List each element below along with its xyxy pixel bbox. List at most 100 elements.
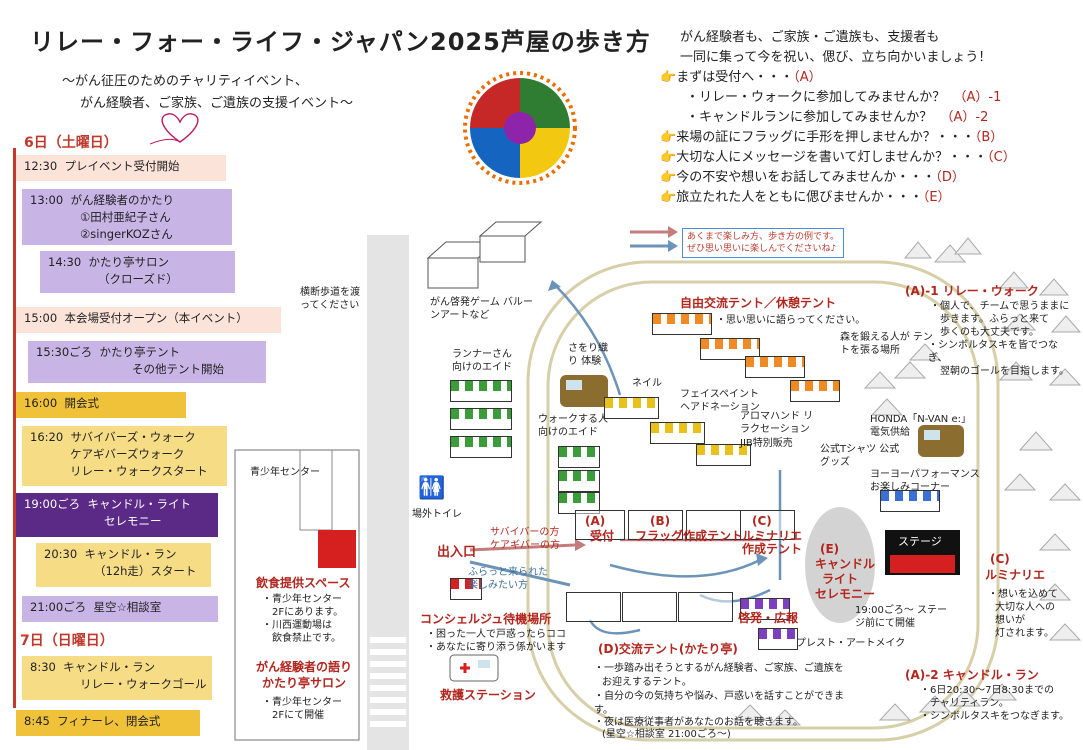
tent-12: [790, 380, 840, 402]
message-c: 👉大切な人にメッセージを書いて灯しませんか？・・・（C）: [660, 150, 1016, 165]
area-e-label1: キャンドル: [815, 557, 876, 571]
a1-note-5: ぎ、: [928, 353, 948, 364]
schedule-item-2030: 20:30 キャンドル・ラン （12h走）スタート: [36, 543, 211, 587]
tent-16: [758, 628, 798, 650]
timeline-line: [13, 148, 16, 708]
message-d: 👉今の不安や想いをお話してみませんか・・・（D）: [660, 170, 965, 185]
open-tent-3: [740, 510, 795, 540]
schedule-item-1300: 13:00 がん経験者のかたり ①田村亜紀子さん ②singerKOZさん: [22, 189, 232, 245]
schedule-item-1530: 15:30ごろ かたり亭テント その他テント開始: [28, 341, 266, 383]
tent-13: [880, 490, 940, 512]
runner-aid-label: ランナーさん 向けのエイド: [452, 349, 512, 373]
a2-note-1: ・6日20:30〜7日8:30までの: [920, 685, 1054, 696]
tent-4: [558, 470, 600, 492]
message-a: 👉まずは受付へ・・・（A）: [660, 70, 822, 85]
page-title: リレー・フォー・ライフ・ジャパン2025芦屋の歩き方: [30, 28, 651, 56]
present-label: プレスト・アートメイク: [796, 638, 906, 649]
entrance-label: 出入口: [437, 545, 477, 560]
subtitle-2: がん経験者、ご家族、ご遺族の支援イベント〜: [80, 96, 354, 111]
area-a-label: 受付: [590, 529, 615, 543]
c-right-note-2: 大切な人への: [995, 602, 1055, 613]
tent-1: [450, 408, 512, 430]
day2-label: 7日（日曜日）: [20, 633, 114, 649]
salon-note-2: 2Fにて開催: [272, 710, 325, 721]
tent-15: [740, 598, 790, 620]
open-tent-2: [686, 510, 741, 540]
concierge-title: コンシェルジュ待機場所: [420, 612, 552, 626]
toilet-label: 場外トイレ: [412, 509, 462, 520]
schedule-item-1430: 14:30 かたり亭サロン （クローズド）: [40, 251, 235, 293]
area-c-code: (C): [752, 514, 772, 528]
area-a-code: (A): [585, 514, 606, 528]
nail-label: ネイル: [632, 378, 662, 389]
concierge-note-2: ・あなたに寄り添う係がいます: [426, 642, 566, 653]
c-right-note-1: ・想いを込めて: [988, 589, 1058, 600]
schedule-item-1900: 19:00ごろ キャンドル・ライト セレモニー: [16, 493, 218, 537]
d-note-4: す。: [594, 705, 613, 716]
salon-title-2: かたり亭サロン: [262, 676, 347, 690]
salon-note-1: ・青少年センター: [262, 697, 342, 708]
rfl-logo: [463, 71, 577, 185]
tent-11: [745, 356, 805, 378]
tent-7: [650, 422, 705, 444]
open-tent-4: [566, 592, 621, 622]
area-b-label: フラッグ作成テント: [635, 529, 744, 543]
honda-label: HONDA「N-VAN e:」電気供給: [870, 414, 966, 438]
area-c-label: ルミナリエ作成テント: [742, 529, 803, 556]
aroma-label: アロマハンド リラクセーション: [740, 411, 814, 435]
toilet-icon: 🚻: [418, 476, 446, 501]
message-b: 👉来場の証にフラッグに手形を押しませんか？・・・（B）: [660, 130, 1004, 145]
keihatsu-label: 啓発・広報: [738, 611, 799, 625]
message-a2: ・キャンドルランに参加してみませんか？ （A）-2: [686, 110, 989, 125]
open-tent-0: [575, 510, 625, 540]
jib-label: JIB特別販売: [740, 438, 793, 449]
d-title: (D)交流テント(かたり亭): [598, 642, 738, 656]
yoyo-label: ヨーヨーパフォーマンス お楽しみコーナー: [870, 469, 980, 493]
message-e: 👉旅立たれた人をともに偲びませんか・・・（E）: [660, 190, 951, 205]
a1-note-2: 歩きます。ふらっと来て: [940, 314, 1049, 325]
balloon-label: がん啓発ゲーム バルーンアートなど: [430, 297, 533, 321]
free-tent-note: ・思い思いに語らってください。: [716, 315, 866, 326]
fura-label: ふらっと来られた 楽しみたい方: [468, 567, 548, 591]
area-e-label3: セレモニー: [815, 587, 876, 601]
food-note-4: 飲食禁止です。: [272, 633, 341, 644]
food-note-2: 2Fにあります。: [272, 607, 344, 618]
schedule-item-1230: 12:30 プレイベント受付開始: [16, 155, 226, 181]
survivors-label: サバイバーの方 ケアギバーの方: [490, 527, 560, 551]
schedule-item-0845: 8:45 フィナーレ、閉会式: [16, 710, 200, 736]
ambulance-label: 救護ステーション: [440, 688, 536, 702]
a1-title: (A)-1 リレー・ウォーク: [905, 284, 1039, 298]
stage-label: ステージ: [898, 535, 942, 548]
d-note-3: ・自分の今の気持ちや悩み、戸惑いを話すことができま: [594, 691, 844, 702]
c-right-title: (C): [990, 552, 1010, 566]
area-e-note: 19:00ごろ〜 ステージ前にて開催: [855, 605, 947, 629]
a2-note-3: ・シンボルタスキをつなぎます。: [920, 711, 1069, 722]
message-a1: ・リレー・ウォークに参加してみませんか？ （A）-1: [686, 90, 1002, 105]
c-right-note-3: 想いが: [995, 615, 1025, 626]
salon-title-1: がん経験者の語り: [256, 660, 353, 674]
food-note-1: ・青少年センター: [262, 594, 342, 605]
a1-note-6: 翌朝のゴールを目指します。: [940, 366, 1069, 377]
open-tent-1: [628, 510, 683, 540]
schedule-item-1500: 15:00 本会場受付オープン（本イベント）: [16, 307, 281, 333]
a2-title: (A)-2 キャンドル・ラン: [905, 668, 1039, 682]
d-note-6: (星空☆相談室 21:00ごろ〜): [602, 729, 731, 740]
youth-center-label: 青少年センター: [250, 467, 320, 478]
food-note-3: ・川西運動場は: [262, 620, 332, 631]
d-note-2: お迎えするテント。: [602, 677, 692, 688]
area-e-label2: ライト: [822, 572, 859, 586]
a1-note-1: ・個人で、チームで思うままに: [930, 301, 1070, 312]
open-tent-5: [622, 592, 677, 622]
open-tent-6: [678, 592, 733, 622]
day1-label: 6日（土曜日）: [24, 135, 118, 151]
a1-note-3: 歩くのも大丈夫です。: [940, 327, 1039, 338]
message-intro-1: がん経験者も、ご家族・ご遺族も、支援者も: [680, 30, 940, 45]
area-e-code: (E): [820, 542, 840, 556]
bolt-label: 森を鍛える人が テントを張る場所: [840, 332, 933, 356]
legend-note: あくまで楽しみ方、歩き方の例です。ぜひ思い思いに楽しんでくださいね♪: [682, 228, 845, 258]
schedule-item-0830: 8:30 キャンドル・ラン リレー・ウォークゴール: [22, 656, 212, 700]
d-note-5: ・夜は医療従事者があなたのお話を聴きます。: [594, 717, 803, 728]
concierge-note-1: ・困った一人で戸惑ったらココ: [426, 629, 566, 640]
c-right-note-4: 灯されます。: [995, 628, 1054, 639]
